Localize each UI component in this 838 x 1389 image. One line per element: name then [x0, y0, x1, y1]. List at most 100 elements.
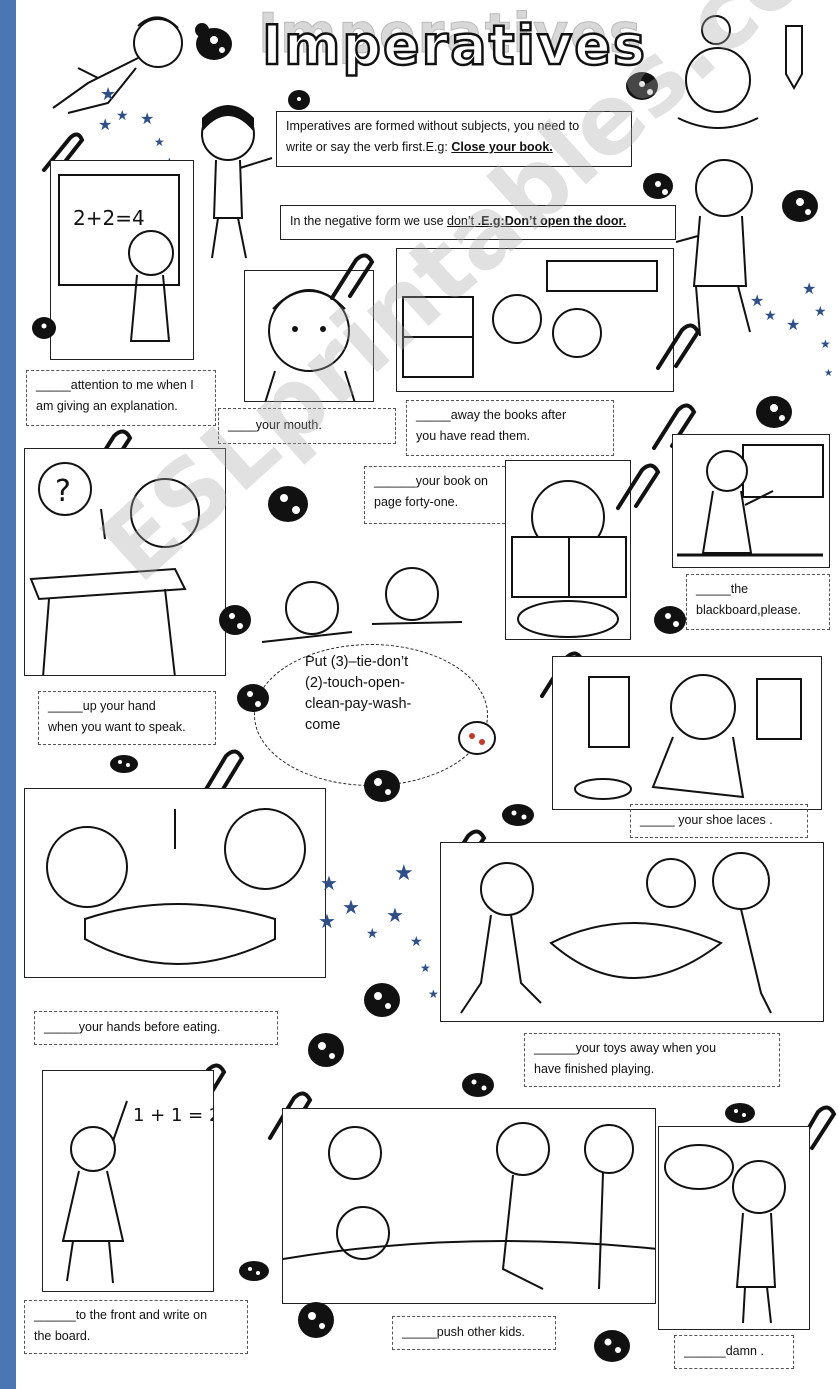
picture-girl-board: 1 + 1 = 2 — [42, 1070, 214, 1292]
paperclip-icon — [88, 429, 133, 476]
exercise-hand-line-2: when you want to speak. — [48, 720, 186, 734]
flying-boy-drawing — [52, 16, 183, 114]
svg-text:★: ★ — [140, 111, 154, 128]
exercise-damn: ______damn . — [674, 1335, 794, 1369]
exercise-page41-line-2: page forty-one. — [374, 495, 459, 509]
word-bank-line-1: Put (3)–tie-don’t — [305, 654, 409, 670]
svg-text:★: ★ — [410, 933, 423, 949]
negative-word: don’t — [447, 214, 475, 228]
paperclip-icon — [42, 132, 85, 172]
ladybug-icon — [364, 983, 400, 1017]
negative-form-box: In the negative form we use don’t .E.g:D… — [280, 205, 676, 240]
svg-text:★: ★ — [116, 107, 129, 123]
svg-text:★: ★ — [764, 307, 777, 323]
exercise-wash: _____your hands before eating. — [34, 1011, 278, 1045]
word-bank-line-2: (2)-touch-open- — [305, 675, 405, 691]
ladybug-icon — [626, 72, 658, 100]
paperclip-icon — [652, 403, 697, 450]
exercise-push-line-1: _____push other kids. — [402, 1325, 526, 1339]
negative-prefix: In the negative form we use — [290, 214, 448, 228]
svg-text:★: ★ — [428, 987, 439, 1001]
exercise-attention: _____attention to me when I am giving an… — [26, 370, 216, 426]
exercise-front: ______to the front and write on the boar… — [24, 1300, 248, 1354]
svg-text:1 + 1 = 2: 1 + 1 = 2 — [133, 1105, 214, 1126]
ladybug-icon — [782, 190, 818, 222]
exercise-laces: _____ your shoe laces . — [630, 804, 808, 838]
picture-girl-thinking — [658, 1126, 810, 1330]
exercise-mouth: ____your mouth. — [218, 408, 396, 444]
exercise-hand: _____up your hand when you want to speak… — [38, 691, 216, 745]
picture-kids-pushing — [282, 1108, 656, 1304]
picture-boy-hand-up: ? — [24, 448, 226, 676]
exercise-hand-line-1: _____up your hand — [48, 699, 156, 713]
svg-text:★: ★ — [820, 337, 831, 351]
stars-trail-icon: ★★ ★★ ★★ ★★ ★ — [318, 860, 439, 1001]
word-bank-line-3: clean-pay-wash- — [305, 696, 412, 712]
paperclip-icon — [656, 323, 701, 370]
ladybug-icon — [268, 486, 308, 522]
svg-text:★: ★ — [824, 368, 833, 379]
title-shadow: Imperatives — [258, 2, 643, 66]
exercise-push: _____push other kids. — [392, 1316, 556, 1350]
paperclip-icon — [330, 253, 375, 300]
svg-text:★: ★ — [100, 84, 116, 104]
exercise-books: _____away the books after you have read … — [406, 400, 614, 456]
exercise-front-line-2: the board. — [34, 1329, 91, 1343]
exercise-blackboard-line-2: blackboard,please. — [696, 603, 801, 617]
svg-text:★: ★ — [98, 117, 112, 134]
exercise-blackboard-line-1: _____the — [696, 582, 749, 596]
page-title: Imperatives — [261, 13, 647, 79]
svg-text:★: ★ — [802, 281, 816, 298]
svg-text:★: ★ — [366, 925, 379, 941]
svg-text:?: ? — [55, 474, 71, 509]
svg-text:★: ★ — [386, 905, 404, 927]
ladybug-icon — [219, 605, 251, 635]
ladybug-icon — [654, 606, 686, 634]
picture-teacher-board: 2+2=4 — [50, 160, 194, 360]
ladybug-icon — [308, 1033, 344, 1067]
intro-line-2: write or say the verb first.E.g: Close y… — [286, 137, 622, 158]
intro-line-1: Imperatives are formed without subjects,… — [286, 119, 580, 133]
picture-kids-toys — [440, 842, 824, 1022]
paperclip-icon — [442, 829, 487, 876]
exercise-toys-line-1: ______your toys away when you — [534, 1041, 717, 1055]
exercise-books-line-1: _____away the books after — [416, 408, 567, 422]
ladybug-icon — [725, 1103, 755, 1123]
exercise-attention-line-1: _____attention to me when I — [36, 378, 194, 392]
ladybug-outline-icon — [458, 721, 496, 755]
ladybug-icon — [756, 396, 792, 428]
exercise-laces-line-1: _____ your shoe laces . — [640, 813, 773, 827]
exercise-page41-line-1: ______your book on — [374, 474, 488, 488]
ladybug-icon — [195, 23, 232, 60]
kids-peeking-drawing — [262, 567, 462, 643]
word-bank: Put (3)–tie-don’t (2)-touch-open- clean-… — [305, 652, 445, 736]
paperclip-icon — [268, 1091, 313, 1140]
svg-text:★: ★ — [814, 303, 827, 319]
svg-text:★: ★ — [786, 317, 800, 334]
stars-trail-icon: ★★ ★★ ★★ ★ — [750, 281, 833, 379]
svg-text:★: ★ — [420, 961, 431, 975]
word-bank-line-4: come — [305, 717, 341, 733]
ladybug-icon — [237, 684, 269, 712]
exercise-mouth-line-1: ____your mouth. — [228, 418, 322, 432]
ladybug-icon — [288, 90, 310, 110]
ladybug-icon — [364, 770, 400, 802]
picture-teacher-blackboard — [672, 434, 830, 568]
picture-books-shelf — [396, 248, 674, 392]
exercise-page41: ______your book on page forty-one. — [364, 466, 510, 524]
picture-shoe-laces — [552, 656, 822, 810]
paperclip-icon — [182, 1063, 227, 1112]
boy-pointing-drawing — [676, 159, 753, 337]
svg-text:★: ★ — [318, 911, 336, 933]
pencil-icon — [785, 25, 803, 91]
picture-kids-washing — [24, 788, 326, 978]
ladybug-icon — [298, 1302, 334, 1338]
exercise-wash-line-1: _____your hands before eating. — [44, 1020, 221, 1034]
exercise-toys: ______your toys away when you have finis… — [524, 1033, 780, 1087]
exercise-blackboard: _____the blackboard,please. — [686, 574, 830, 630]
intro-example: Close your book. — [451, 140, 553, 154]
negative-example: .E.g:Don’t open the door. — [474, 214, 627, 228]
girl-pointing-drawing — [201, 105, 273, 259]
page-left-border — [0, 0, 16, 1389]
